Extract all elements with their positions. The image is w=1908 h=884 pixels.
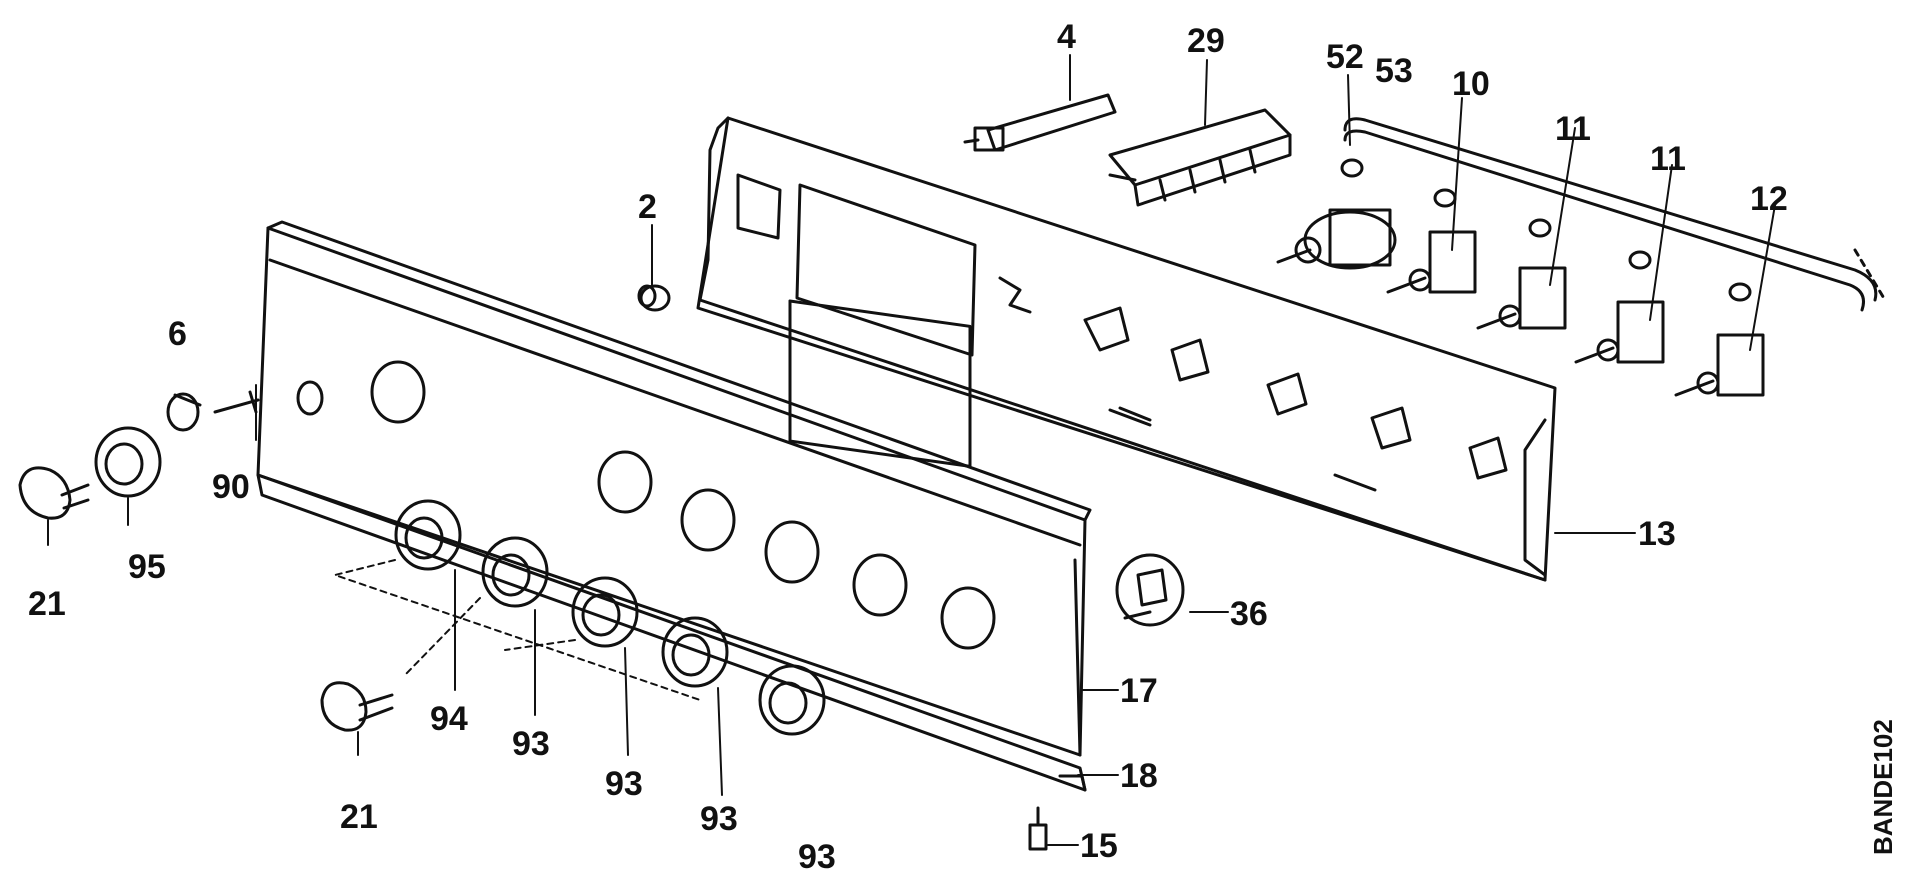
gas-tap-11b	[1574, 300, 1665, 364]
bezel-95	[94, 426, 162, 498]
drawing-code: BANDE102	[1868, 719, 1898, 855]
screw-15	[1028, 806, 1048, 851]
push-button	[166, 392, 202, 432]
bezel-93d	[758, 664, 826, 736]
bezel-94	[394, 499, 462, 571]
label-53: 53	[1375, 52, 1413, 90]
label-11b: 11	[1650, 140, 1686, 178]
label-93d: 93	[798, 838, 836, 876]
label-52: 52	[1326, 38, 1364, 76]
bezel-93a	[481, 536, 549, 608]
bezel-36	[1115, 553, 1185, 627]
label-95: 95	[128, 548, 166, 586]
safety-valve	[1276, 208, 1397, 270]
label-18: 18	[1120, 757, 1158, 795]
label-21-upper: 21	[28, 585, 66, 623]
label-36: 36	[1230, 595, 1268, 633]
thermostat	[963, 93, 1117, 152]
label-12: 12	[1750, 180, 1788, 218]
bezel-93b	[571, 576, 639, 648]
indicator-lamp	[637, 284, 671, 312]
label-10: 10	[1452, 65, 1490, 103]
leader-lines	[47, 54, 1776, 846]
label-11a: 11	[1555, 110, 1591, 148]
knob-21-lower	[320, 681, 394, 732]
label-90: 90	[212, 468, 250, 506]
label-94: 94	[430, 700, 468, 738]
rear-control-panel	[696, 116, 1557, 582]
front-fascia-panel	[256, 220, 1092, 757]
label-93a: 93	[512, 725, 550, 763]
label-4: 4	[1057, 18, 1076, 56]
gas-pipe	[1340, 117, 1887, 312]
label-29: 29	[1187, 22, 1225, 60]
alignment-lines	[334, 559, 701, 701]
label-93c: 93	[700, 800, 738, 838]
selector-switch	[1108, 108, 1292, 207]
bezel-93c	[661, 616, 729, 688]
gas-tap-10	[1386, 230, 1477, 294]
knob-21-upper	[18, 466, 90, 520]
part-labels: 4 29 52 53 10 11 11 12 2 6 90 21 95 13 3…	[28, 18, 1788, 876]
trim-strip	[256, 473, 1087, 792]
label-93b: 93	[605, 765, 643, 803]
label-6: 6	[168, 315, 187, 353]
label-21-lower: 21	[340, 798, 378, 836]
label-17: 17	[1120, 672, 1158, 710]
gas-tap-12	[1674, 333, 1765, 397]
screw-90	[213, 390, 260, 414]
label-15: 15	[1080, 827, 1118, 865]
label-13: 13	[1638, 515, 1676, 553]
gas-tap-11a	[1476, 266, 1567, 330]
label-2: 2	[638, 188, 657, 226]
